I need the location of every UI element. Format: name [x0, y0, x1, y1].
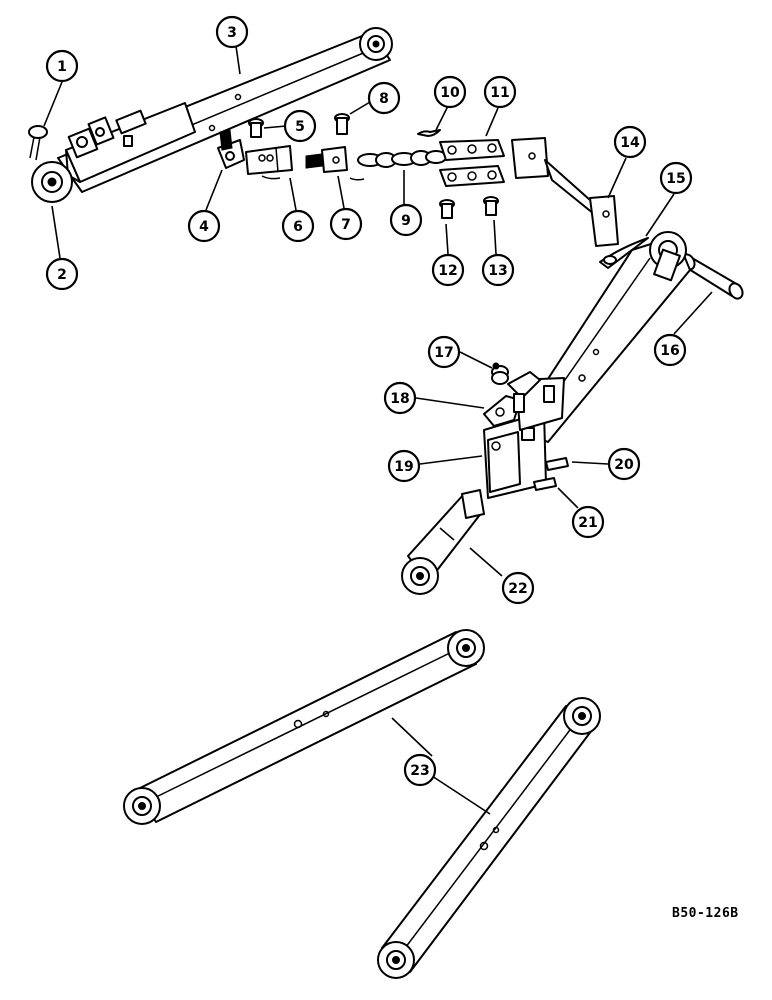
- latch-18: [483, 371, 541, 427]
- svg-text:15: 15: [666, 171, 685, 187]
- linch-pin-1: [28, 125, 48, 161]
- callout-19: 19: [387, 449, 421, 483]
- callout-1: 1: [45, 49, 79, 83]
- svg-text:3: 3: [227, 25, 237, 41]
- check-chain-9: [357, 150, 447, 168]
- svg-text:18: 18: [390, 391, 409, 407]
- svg-text:23: 23: [410, 763, 429, 779]
- callout-23: 23: [403, 753, 437, 787]
- sliding-end-22: [401, 489, 485, 595]
- svg-text:6: 6: [293, 219, 303, 235]
- svg-text:1: 1: [57, 59, 67, 75]
- clevis-pin-5: [248, 118, 264, 138]
- pin-13: [483, 196, 499, 216]
- callout-15: 15: [659, 161, 693, 195]
- link-arm-23a: [123, 629, 485, 825]
- callout-11: 11: [483, 75, 517, 109]
- callout-8: 8: [367, 81, 401, 115]
- callout-5: 5: [283, 109, 317, 143]
- clevis-pin-8: [334, 113, 350, 135]
- svg-text:4: 4: [199, 219, 209, 235]
- svg-text:20: 20: [614, 457, 634, 473]
- callout-22: 22: [501, 571, 535, 605]
- svg-text:7: 7: [341, 217, 351, 233]
- pin-20: [545, 457, 569, 471]
- svg-text:22: 22: [508, 581, 527, 597]
- callout-20: 20: [607, 447, 641, 481]
- callout-18: 18: [383, 381, 417, 415]
- pin-12: [439, 199, 455, 219]
- spring-17: [491, 362, 509, 385]
- svg-text:5: 5: [295, 119, 305, 135]
- svg-text:2: 2: [57, 267, 67, 283]
- threaded-clevis-7: [305, 146, 365, 181]
- callout-7: 7: [329, 207, 363, 241]
- lower-link-arm-left: [31, 27, 393, 203]
- svg-text:19: 19: [394, 459, 413, 475]
- callout-13: 13: [481, 253, 515, 287]
- svg-text:21: 21: [578, 515, 597, 531]
- pivot-pin-16: [680, 253, 744, 300]
- callout-16: 16: [653, 333, 687, 367]
- clevis-6: [245, 145, 293, 180]
- callout-9: 9: [389, 203, 423, 237]
- chain-plates-11: [439, 139, 505, 187]
- leader-lines: [43, 45, 713, 815]
- callout-4: 4: [187, 209, 221, 243]
- callout-14: 14: [613, 125, 647, 159]
- hook-link-4: [217, 129, 245, 169]
- callout-2: 2: [45, 257, 79, 291]
- svg-text:11: 11: [490, 85, 509, 101]
- callout-6: 6: [281, 209, 315, 243]
- link-arm-23b: [377, 697, 601, 979]
- callout-17: 17: [427, 335, 461, 369]
- callout-10: 10: [433, 75, 467, 109]
- svg-text:17: 17: [434, 345, 453, 361]
- drawing-reference-code: B50-126B: [672, 906, 739, 921]
- spring-clip-15: [599, 237, 649, 269]
- callout-3: 3: [215, 15, 249, 49]
- svg-text:10: 10: [440, 85, 460, 101]
- anchor-bracket-14: [511, 137, 619, 247]
- svg-text:16: 16: [660, 343, 679, 359]
- svg-text:13: 13: [488, 263, 507, 279]
- callout-21: 21: [571, 505, 605, 539]
- svg-text:9: 9: [401, 213, 411, 229]
- svg-text:14: 14: [620, 135, 640, 151]
- pin-21: [533, 477, 557, 491]
- svg-text:8: 8: [379, 91, 389, 107]
- callout-12: 12: [431, 253, 465, 287]
- svg-text:12: 12: [438, 263, 457, 279]
- retaining-pin-10: [417, 129, 441, 137]
